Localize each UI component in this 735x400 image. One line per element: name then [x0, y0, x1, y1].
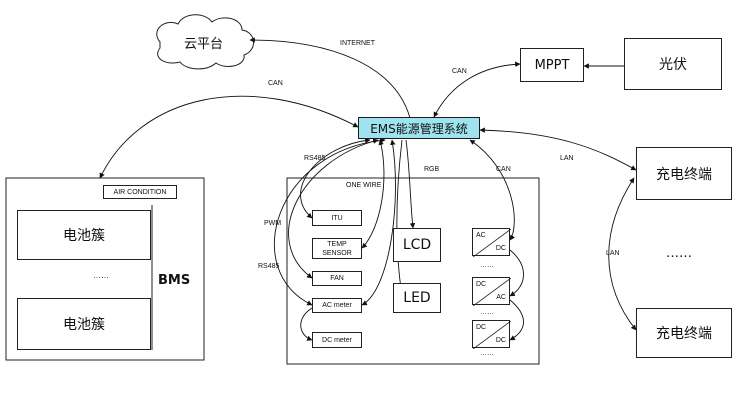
charger-dots: …… [666, 246, 692, 261]
converter-dc-dc: DC DC [472, 320, 511, 349]
cloud-shape [156, 14, 254, 70]
dc-meter-box: DC meter [312, 332, 362, 348]
lan-top-label: LAN [560, 155, 574, 162]
charger-top-box: 充电终端 [636, 147, 732, 200]
link-can-conv2 [509, 249, 524, 297]
link-one-wire [361, 139, 385, 249]
link-can-mppt [433, 61, 521, 118]
temp-sensor-box: TEMP SENSOR [312, 238, 362, 259]
temp-sensor-label: TEMP SENSOR [322, 240, 352, 257]
link-led [396, 139, 404, 297]
can-mppt-label: CAN [452, 68, 467, 75]
conv-dots-2: …… [480, 309, 494, 316]
rs485-left-label: RS485 [258, 263, 280, 270]
itu-box: ITU [312, 210, 362, 226]
link-lan-top [479, 127, 637, 171]
fan-box: FAN [312, 271, 362, 286]
conv3-bottom: DC [495, 337, 506, 344]
conv-dots-1: …… [480, 262, 494, 269]
mppt-box: MPPT [520, 48, 584, 82]
conv2-top: DC [476, 281, 487, 288]
pv-box: 光伏 [624, 38, 722, 90]
conv2-bottom: AC [496, 294, 506, 301]
link-can-bms [99, 95, 359, 179]
link-rgb-lcd [405, 139, 416, 229]
can-bms-label: CAN [268, 80, 283, 87]
lcd-box: LCD [393, 228, 441, 262]
link-rs485-top [300, 137, 371, 219]
converter-diagonal [473, 229, 511, 257]
internet-label: INTERNET [340, 40, 375, 47]
rs485-top-label: RS485 [304, 155, 326, 162]
cloud-label: 云平台 [184, 37, 224, 52]
converter-diagonal [473, 321, 511, 349]
link-dc-meter [300, 307, 313, 341]
link-rs485-left [274, 137, 386, 306]
lan-mid-label: LAN [606, 250, 620, 257]
rgb-label: RGB [424, 166, 440, 173]
link-internet [249, 37, 411, 119]
battery-cluster-top: 电池簇 [17, 210, 151, 260]
link-can-conv [469, 139, 515, 241]
link-can-conv3 [509, 299, 524, 341]
converter-ac-dc: AC DC [472, 228, 511, 257]
link-one-wire-meter [361, 139, 396, 306]
converter-dc-ac: DC AC [472, 277, 511, 306]
battery-dots: …… [93, 271, 109, 280]
bms-label: BMS [158, 273, 191, 288]
conv1-top: AC [476, 232, 486, 239]
conv-dots-3: …… [480, 350, 494, 357]
link-lan-mid [608, 177, 637, 331]
air-condition-box: AIR CONDITION [103, 185, 177, 199]
battery-cluster-bottom: 电池簇 [17, 298, 151, 350]
led-box: LED [393, 283, 441, 313]
charger-bottom-box: 充电终端 [636, 308, 732, 358]
ac-meter-box: AC meter [312, 298, 362, 313]
one-wire-label: ONE WIRE [346, 182, 382, 189]
converter-diagonal [473, 278, 511, 306]
pwm-label: PWM [264, 220, 282, 227]
conv1-bottom: DC [495, 245, 506, 252]
can-conv-label: CAN [496, 166, 511, 173]
ems-box: EMS能源管理系统 [358, 117, 480, 139]
ems-subsystem-frame [286, 177, 540, 365]
conv3-top: DC [476, 324, 487, 331]
